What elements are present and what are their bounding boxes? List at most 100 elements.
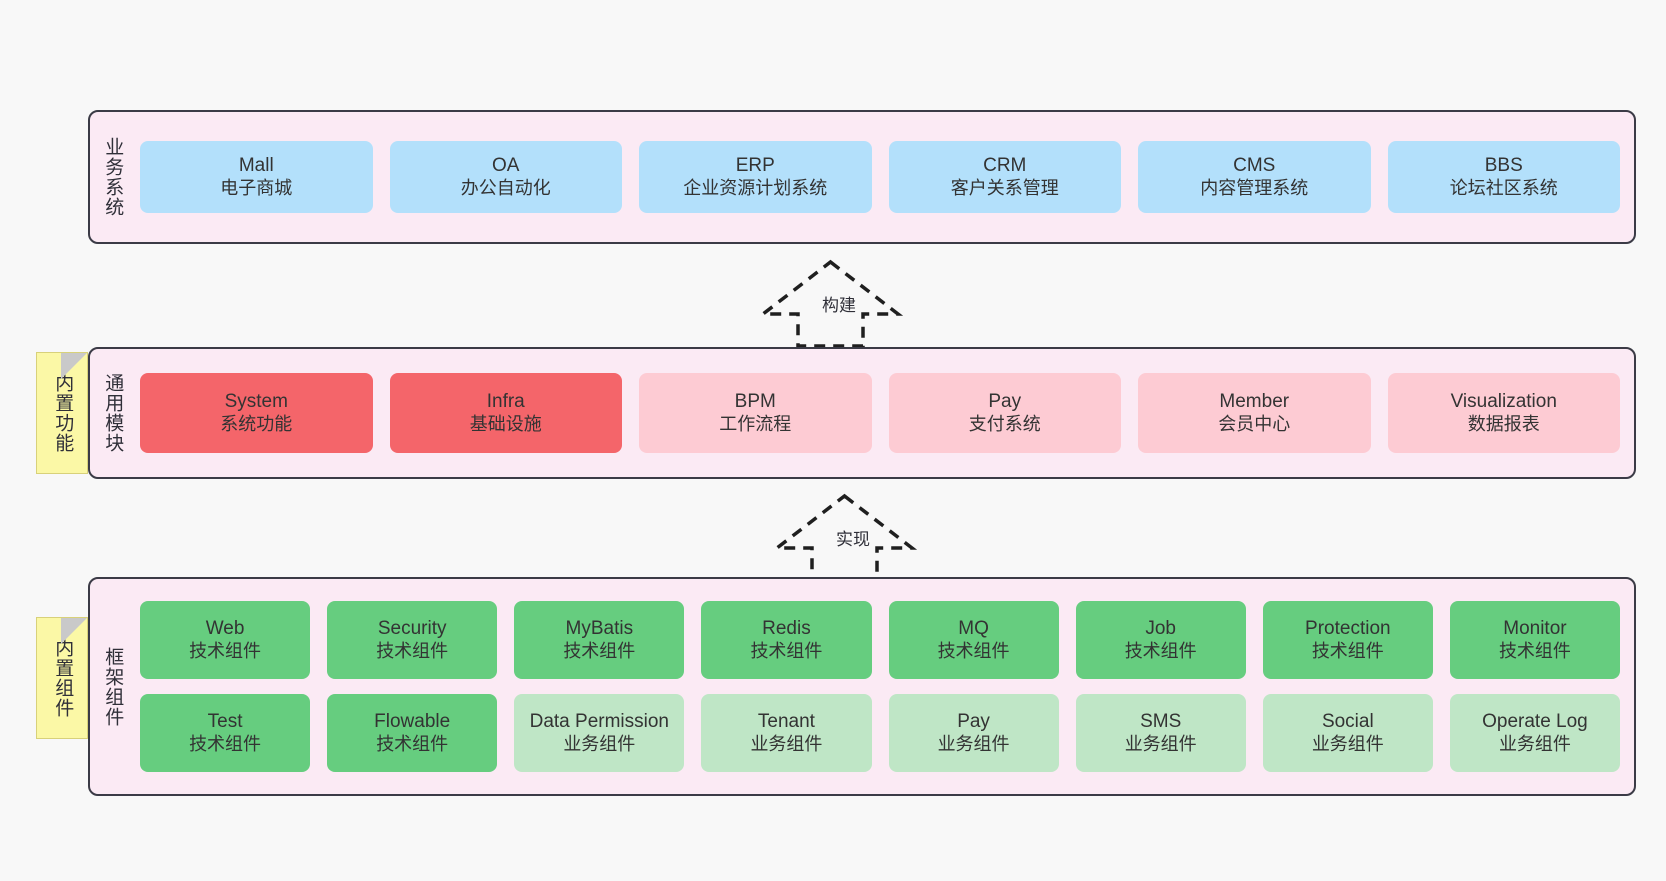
component-name: CMS	[1233, 155, 1276, 177]
component-subtitle: 技术组件	[1311, 640, 1384, 661]
component-subtitle: 系统功能	[220, 413, 293, 434]
component-subtitle: 技术组件	[189, 733, 262, 754]
component-subtitle: 会员中心	[1218, 413, 1291, 434]
component-name: Social	[1321, 711, 1374, 733]
component-name: Protection	[1305, 618, 1391, 640]
component-name: Pay	[957, 711, 990, 733]
component-name: Flowable	[374, 711, 451, 733]
component-name: BBS	[1484, 155, 1523, 177]
component-subtitle: 业务组件	[750, 733, 823, 754]
component-subtitle: 业务组件	[1311, 733, 1384, 754]
component-subtitle: 数据报表	[1467, 413, 1540, 434]
component-subtitle: 内容管理系统	[1200, 177, 1309, 198]
component-subtitle: 业务组件	[1498, 733, 1571, 754]
component-name: Redis	[762, 618, 811, 640]
component-subtitle: 业务组件	[1124, 733, 1197, 754]
component-name: Security	[377, 618, 447, 640]
component-subtitle: 技术组件	[1498, 640, 1571, 661]
component-name: Operate Log	[1482, 711, 1588, 733]
component-subtitle: 技术组件	[189, 640, 262, 661]
component-name: Data Permission	[529, 711, 669, 733]
component-name: BPM	[734, 391, 776, 413]
component-name: Member	[1219, 391, 1290, 413]
component-subtitle: 技术组件	[376, 733, 449, 754]
component-subtitle: 技术组件	[376, 640, 449, 661]
note-builtin-components: 内置组件	[36, 617, 88, 739]
component-subtitle: 办公自动化	[460, 177, 551, 198]
component-name: ERP	[735, 155, 775, 177]
component-subtitle: 论坛社区系统	[1449, 177, 1558, 198]
component-subtitle: 企业资源计划系统	[683, 177, 828, 198]
component-name: Job	[1145, 618, 1176, 640]
layer-business-system-title: 业务系统	[102, 137, 124, 217]
component-subtitle: 技术组件	[937, 640, 1010, 661]
component-name: Mall	[238, 155, 274, 177]
connector-implement: 实现	[771, 492, 918, 582]
component-name: MQ	[958, 618, 989, 640]
component-name: Tenant	[757, 711, 815, 733]
layer-common-module-title: 通用模块	[102, 373, 124, 453]
component-subtitle: 基础设施	[469, 413, 542, 434]
component-name: Pay	[988, 391, 1022, 413]
component-subtitle: 技术组件	[563, 640, 636, 661]
component-name: System	[224, 391, 288, 413]
component-name: CRM	[983, 155, 1027, 177]
component-subtitle: 业务组件	[563, 733, 636, 754]
component-name: Test	[207, 711, 243, 733]
component-name: OA	[492, 155, 520, 177]
component-subtitle: 技术组件	[1124, 640, 1197, 661]
component-name: Monitor	[1503, 618, 1567, 640]
component-subtitle: 技术组件	[750, 640, 823, 661]
connector-build: 构建	[757, 258, 904, 348]
component-subtitle: 客户关系管理	[950, 177, 1059, 198]
connector-build-label: 构建	[820, 291, 858, 316]
component-name: Infra	[486, 391, 525, 413]
connector-implement-label: 实现	[834, 525, 872, 550]
component-subtitle: 电子商城	[220, 177, 293, 198]
component-name: MyBatis	[565, 618, 634, 640]
component-subtitle: 支付系统	[968, 413, 1041, 434]
component-subtitle: 业务组件	[937, 733, 1010, 754]
note-builtin-features: 内置功能	[36, 352, 88, 474]
layer-framework-component-title: 框架组件	[102, 646, 124, 727]
